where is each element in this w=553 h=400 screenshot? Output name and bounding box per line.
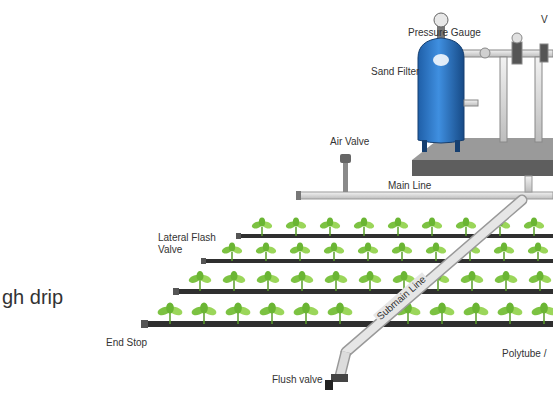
part-label: Polytube / (502, 348, 546, 360)
part-label: V (541, 14, 548, 26)
part-label: Air Valve (330, 136, 369, 148)
flush-valve (325, 374, 348, 390)
part-label: Sand Filter (371, 66, 419, 78)
heading-fragment: gh drip (2, 286, 63, 309)
lateral-lines (141, 233, 553, 328)
air-valve (340, 154, 351, 192)
part-label: Flush valve (272, 374, 323, 386)
header-pipes (462, 33, 553, 142)
main-line-pipe (296, 176, 553, 200)
part-label: Pressure Gauge (408, 27, 481, 39)
plants (156, 218, 553, 325)
submain-pipe (340, 200, 522, 376)
concrete-platform (412, 138, 553, 176)
part-label: End Stop (106, 337, 147, 349)
part-label: Lateral Flash Valve (158, 232, 222, 255)
part-label: Main Line (388, 180, 431, 192)
